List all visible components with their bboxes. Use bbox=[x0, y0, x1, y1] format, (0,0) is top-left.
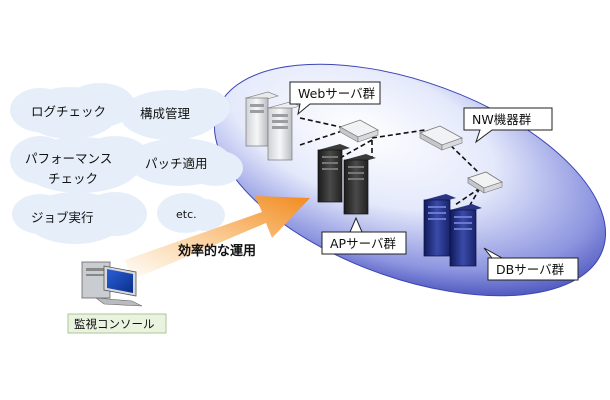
switch-icon-3 bbox=[467, 171, 503, 194]
callout-nw-text: NW機器群 bbox=[472, 112, 532, 127]
cloud-cluster bbox=[10, 83, 243, 244]
switch-icon-2 bbox=[419, 125, 463, 151]
network-links bbox=[299, 117, 481, 206]
efficiency-arrow bbox=[125, 196, 310, 280]
switch-icon-1 bbox=[339, 119, 379, 143]
callout-ap-text: APサーバ群 bbox=[330, 236, 396, 251]
console-label: 監視コンソール bbox=[74, 317, 155, 331]
arrow-label: 効率的な運用 bbox=[178, 243, 256, 259]
callout-ap: APサーバ群 bbox=[321, 216, 407, 255]
callout-db-text: DBサーバ群 bbox=[496, 262, 565, 277]
cloud-patch: パッチ適用 bbox=[145, 156, 208, 171]
cloud-job: ジョブ実行 bbox=[31, 210, 94, 225]
cloud-perf-check-line2: チェック bbox=[48, 171, 98, 186]
db-server-icon bbox=[423, 194, 482, 267]
ap-server-icon bbox=[317, 144, 376, 215]
callout-web: Webサーバ群 bbox=[289, 81, 381, 116]
cloud-perf-check-line1: パフォーマンス bbox=[25, 151, 112, 166]
network-ellipse bbox=[213, 63, 607, 297]
console-label-box bbox=[67, 313, 167, 334]
callout-nw: NW機器群 bbox=[463, 107, 553, 144]
callout-db: DBサーバ群 bbox=[483, 247, 579, 281]
console-terminal-icon bbox=[81, 261, 143, 307]
callout-web-text: Webサーバ群 bbox=[298, 86, 376, 101]
cloud-config-mgmt: 構成管理 bbox=[140, 106, 191, 121]
cloud-etc: etc. bbox=[176, 208, 197, 221]
cloud-log-check: ログチェック bbox=[31, 104, 106, 119]
